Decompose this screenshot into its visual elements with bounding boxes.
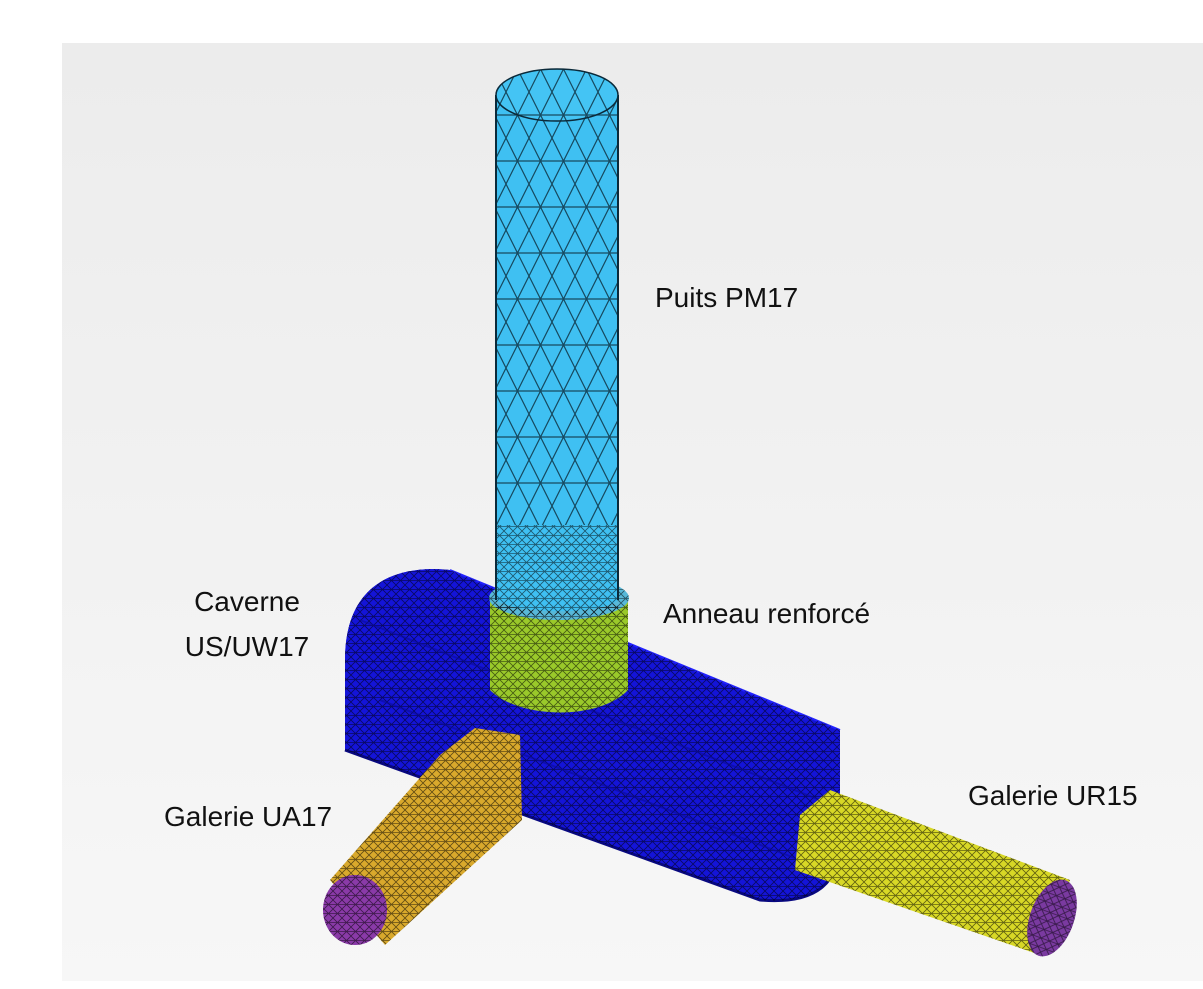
label-us-uw17: US/UW17 xyxy=(184,631,310,662)
gallery-ua17-mesh xyxy=(323,728,522,945)
gallery-ur15-mesh xyxy=(795,790,1077,957)
label-galerie-ur15: Galerie UR15 xyxy=(968,780,1138,811)
label-galerie-ua17: Galerie UA17 xyxy=(164,801,333,832)
shaft-pm17-mesh xyxy=(495,68,619,615)
label-puits-pm17: Puits PM17 xyxy=(655,282,799,313)
label-caverne: Caverne xyxy=(194,586,300,617)
label-anneau-renforce: Anneau renforcé xyxy=(663,598,871,629)
